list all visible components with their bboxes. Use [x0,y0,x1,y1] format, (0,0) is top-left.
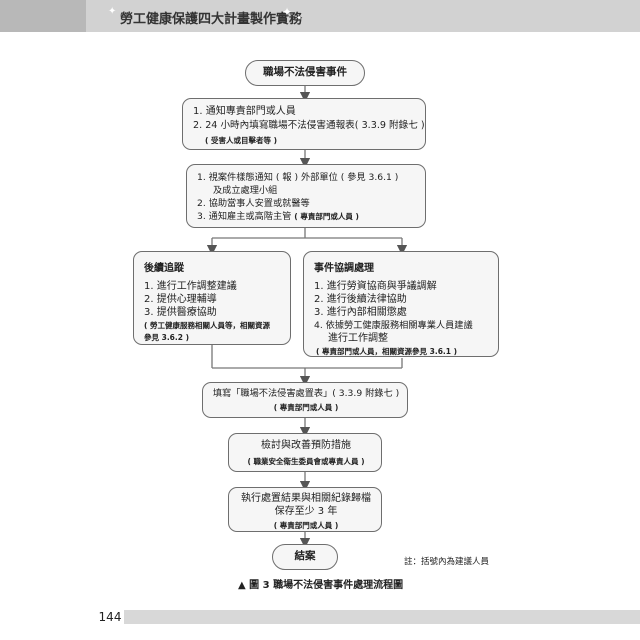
notify-step-note: ( 受害人或目擊者等 ) [205,136,278,145]
coordination-item4-cont: 進行工作調整 [328,333,388,344]
handling-step-line2: 及成立處理小組 [213,185,278,196]
coordination-note: ( 專責部門或人員，相關資源參見 3.6.1 ) [316,347,458,356]
end-label: 結案 [294,550,316,562]
follow-up-item2: 2. 提供心理輔導 [144,294,217,305]
handling-step-line3: 2. 協助當事人安置或就醫等 [197,198,310,209]
coordination-item2: 2. 進行後續法律協助 [314,294,407,305]
follow-up-box: 後續追蹤 1. 進行工作調整建議 2. 提供心理輔導 3. 提供醫療協助 ( 勞… [133,251,291,345]
archive-line1: 執行處置結果與相關紀錄歸檔 [241,493,371,504]
follow-up-note2: 參見 3.6.2 ) [144,333,190,342]
handling-step-line4-note: ( 專責部門或人員 ) [294,212,359,221]
coordination-item1: 1. 進行勞資協商與爭議調解 [314,281,437,292]
header-band [0,0,640,32]
record-form-line1: 填寫「職場不法侵害處置表」( 3.3.9 附錄七 ) [212,388,400,399]
header-tab [0,0,86,32]
archive-line2: 保存至少 3 年 [274,506,338,517]
end-node: 結案 [272,544,338,570]
notify-step-line1: 1. 通知專責部門或人員 [193,106,296,117]
follow-up-item1: 1. 進行工作調整建議 [144,281,237,292]
coordination-item3: 3. 進行內部相關懲處 [314,307,407,318]
handling-step-box: 1. 視案件樣態通知 ( 報 ) 外部單位 ( 參見 3.6.1 ) 及成立處理… [186,164,426,228]
handling-step-line4: 3. 通知雇主或高階主管 ( 專責部門或人員 ) [197,210,359,223]
coordination-title: 事件協調處理 [314,263,374,274]
follow-up-item3: 3. 提供醫療協助 [144,307,217,318]
follow-up-title: 後續追蹤 [144,263,184,274]
sparkle-icon: ✦ [296,14,302,22]
sparkle-icon: ✦ [108,6,117,17]
record-form-box: 填寫「職場不法侵害處置表」( 3.3.9 附錄七 ) ( 專責部門或人員 ) [202,382,408,418]
footnote: 註：括號內為建議人員 [404,557,490,567]
coordination-item4: 4. 依據勞工健康服務相關專業人員建議 [314,320,473,331]
footer-band [124,610,640,624]
running-header-title: 勞工健康保護四大計畫製作實務 [120,12,303,27]
archive-note: ( 專責部門或人員 ) [273,521,339,530]
record-form-note: ( 專責部門或人員 ) [273,403,339,412]
coordination-box: 事件協調處理 1. 進行勞資協商與爭議調解 2. 進行後續法律協助 3. 進行內… [303,251,499,357]
review-note: ( 職業安全衛生委員會或專責人員 ) [247,457,365,466]
figure-caption: ▲ 圖 3 職場不法侵害事件處理流程圖 [238,580,404,591]
notify-step-box: 1. 通知專責部門或人員 2. 24 小時內填寫職場不法侵害通報表( 3.3.9… [182,98,426,150]
start-node: 職場不法侵害事件 [245,60,365,86]
start-label: 職場不法侵害事件 [263,66,347,78]
archive-box: 執行處置結果與相關紀錄歸檔 保存至少 3 年 ( 專責部門或人員 ) [228,487,382,532]
handling-step-line1: 1. 視案件樣態通知 ( 報 ) 外部單位 ( 參見 3.6.1 ) [197,172,399,183]
page-number: 144 [96,606,124,628]
handling-step-line4-text: 3. 通知雇主或高階主管 [197,211,292,222]
notify-step-line2: 2. 24 小時內填寫職場不法侵害通報表( 3.3.9 附錄七 ) [193,120,425,131]
review-box: 檢討與改善預防措施 ( 職業安全衛生委員會或專責人員 ) [228,433,382,472]
review-line1: 檢討與改善預防措施 [261,440,351,451]
sparkle-icon: ✦ [282,5,293,19]
follow-up-note1: ( 勞工健康服務相關人員等，相關資源 [144,321,271,330]
